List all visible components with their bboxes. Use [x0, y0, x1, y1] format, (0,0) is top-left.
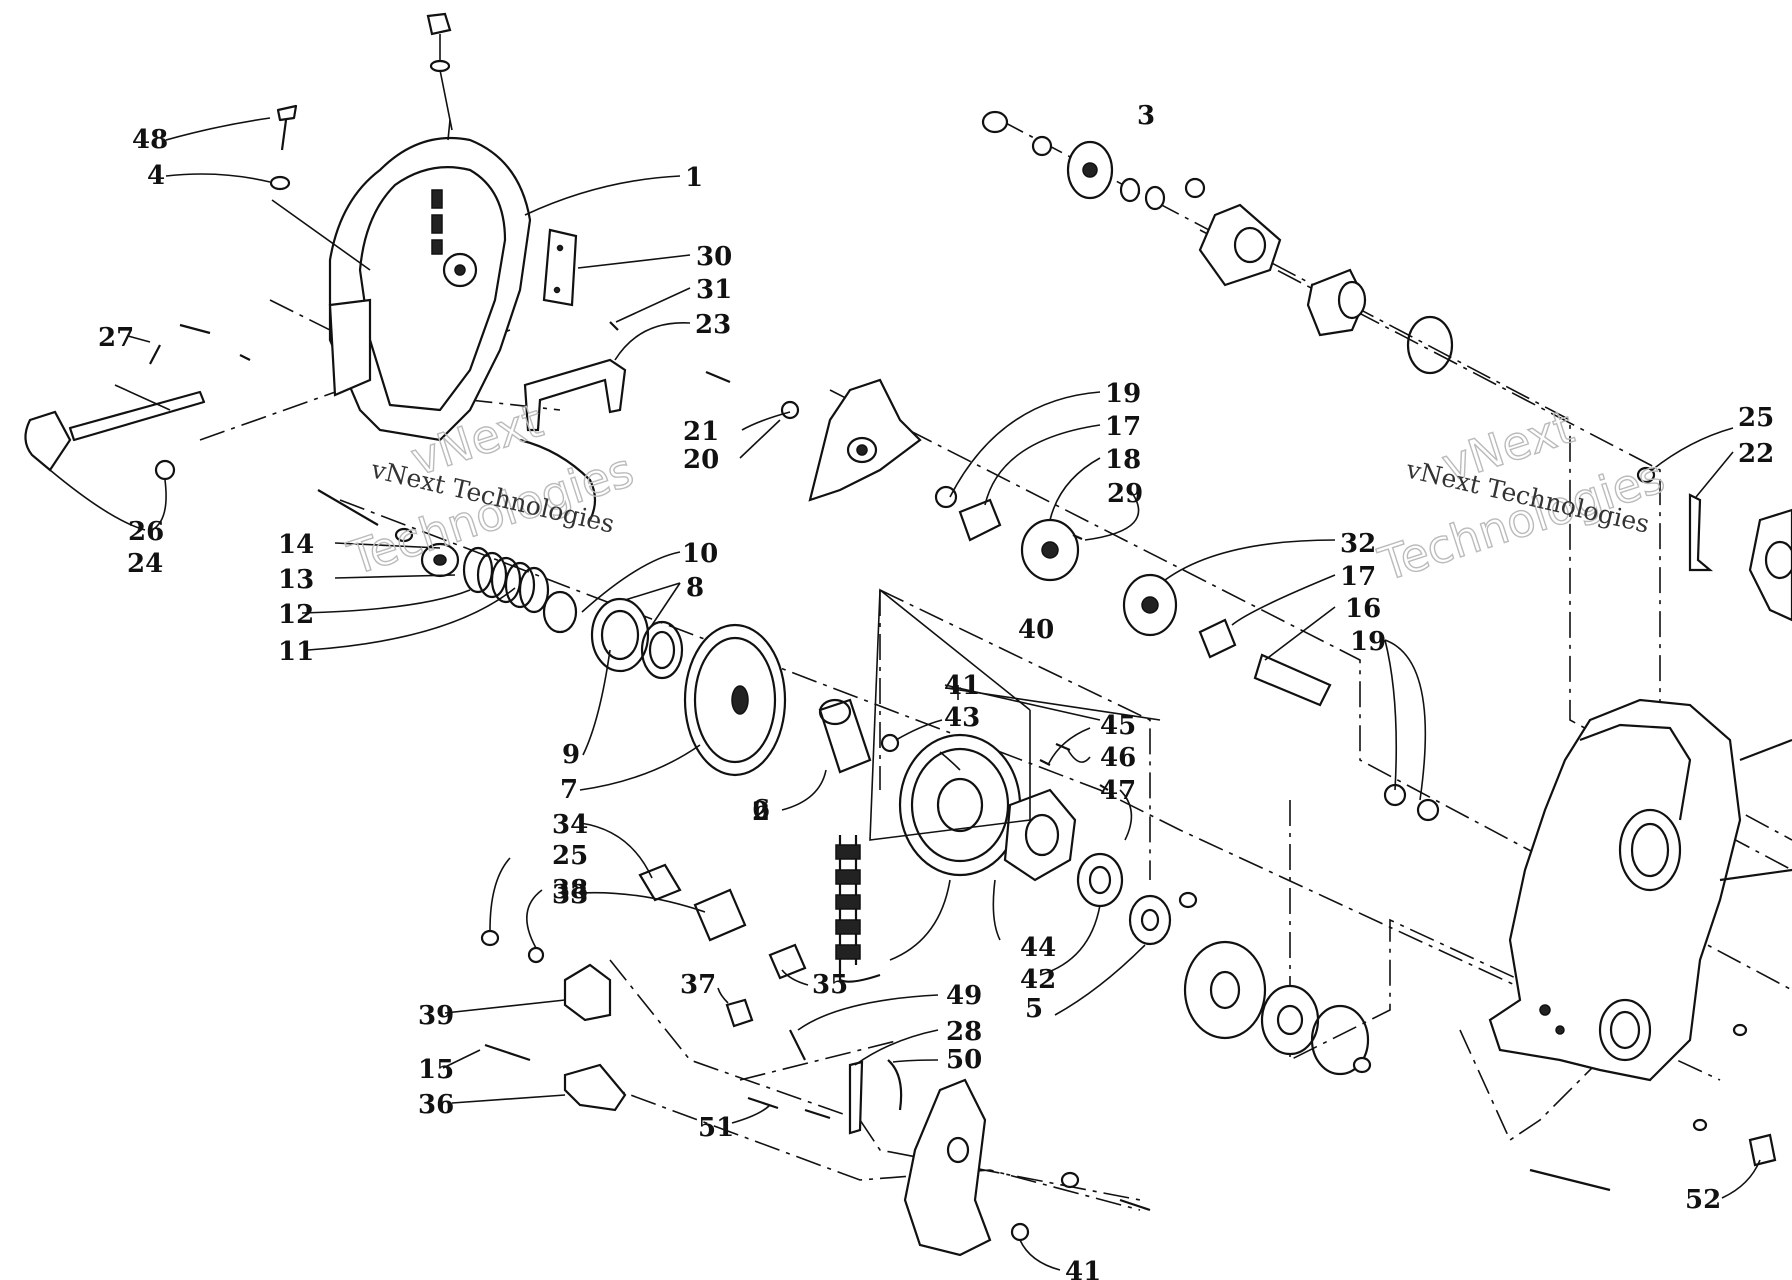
callout-14: 14 — [278, 530, 314, 560]
driven-gear — [683, 623, 872, 777]
shaft-bracket-upper — [705, 370, 922, 502]
callout-24: 24 — [127, 549, 163, 579]
callout-49: 49 — [946, 981, 982, 1011]
callout-3: 3 — [1137, 101, 1155, 131]
clutch-spring-stack — [317, 489, 684, 680]
callout-50: 50 — [946, 1045, 982, 1075]
callout-44: 44 — [1020, 933, 1056, 963]
breather-vent — [426, 12, 453, 131]
idler-bushings — [638, 863, 807, 980]
dipstick — [269, 104, 298, 191]
callout-47: 47 — [1100, 776, 1136, 806]
shift-lever-shaft — [24, 323, 251, 481]
callout-33: 33 — [552, 880, 588, 910]
callout-30: 30 — [696, 242, 732, 272]
callout-19b: 19 — [1350, 627, 1386, 657]
callout-29: 29 — [1107, 479, 1143, 509]
callout-46: 46 — [1100, 743, 1136, 773]
callout-34: 34 — [552, 810, 588, 840]
callout-8: 8 — [686, 573, 704, 603]
callout-41b: 41 — [1065, 1257, 1101, 1280]
callout-22: 22 — [1738, 439, 1774, 469]
drive-chain — [835, 835, 951, 983]
lower-shaft-parts — [1178, 891, 1372, 1076]
callout-45: 45 — [1100, 711, 1136, 741]
callout-42: 42 — [1020, 965, 1056, 995]
callout-2: 2 — [752, 797, 770, 827]
detent-spring-bracket — [519, 358, 627, 521]
drive-sprocket-assembly — [981, 110, 1454, 375]
callout-51: 51 — [698, 1113, 734, 1143]
callout-25a: 25 — [1738, 403, 1774, 433]
callout-32: 32 — [1340, 529, 1376, 559]
callout-41a: 41 — [944, 671, 980, 701]
callout-16: 16 — [1345, 594, 1381, 624]
callout-37: 37 — [680, 970, 716, 1000]
reverse-gear-set — [880, 733, 1172, 946]
callout-12: 12 — [278, 600, 314, 630]
callout-28: 28 — [946, 1017, 982, 1047]
callout-25b: 25 — [552, 841, 588, 871]
callout-5: 5 — [1025, 994, 1043, 1024]
callout-40: 40 — [1018, 615, 1054, 645]
callout-labels: 1 2 3 4 5 6 7 8 9 10 11 12 13 14 15 16 1… — [98, 101, 1774, 1280]
callout-11: 11 — [278, 637, 314, 667]
callout-4: 4 — [147, 161, 165, 191]
callout-39: 39 — [418, 1001, 454, 1031]
callout-1: 1 — [685, 163, 703, 193]
chain-case-cover — [328, 119, 532, 442]
callout-17a: 17 — [1105, 412, 1141, 442]
leader-lines — [49, 117, 1761, 1271]
upper-shaft-parts — [934, 485, 1440, 822]
callout-36: 36 — [418, 1090, 454, 1120]
callout-52: 52 — [1685, 1185, 1721, 1215]
callout-26: 26 — [128, 517, 164, 547]
callout-38: 38 — [552, 875, 588, 905]
callout-35: 35 — [812, 970, 848, 1000]
shift-linkage — [725, 998, 903, 1135]
callout-31: 31 — [696, 275, 732, 305]
callout-7: 7 — [560, 775, 578, 805]
callout-18: 18 — [1105, 445, 1141, 475]
callout-19a: 19 — [1105, 379, 1141, 409]
housing-fasteners — [1529, 1023, 1777, 1192]
callout-15: 15 — [418, 1055, 454, 1085]
callout-27: 27 — [98, 323, 134, 353]
callout-23: 23 — [695, 310, 731, 340]
callout-17b: 17 — [1340, 562, 1376, 592]
right-edge-parts — [1636, 466, 1792, 622]
transmission-housing — [1488, 698, 1792, 1082]
callout-10: 10 — [682, 539, 718, 569]
lower-bracket-parts — [480, 929, 627, 1112]
callout-21: 21 — [683, 417, 719, 447]
callout-43: 43 — [944, 703, 980, 733]
callout-6: 6 — [752, 795, 770, 825]
callout-20: 20 — [683, 445, 719, 475]
access-plate — [542, 228, 619, 331]
callout-9: 9 — [562, 740, 580, 770]
callout-48: 48 — [132, 125, 168, 155]
shift-bracket — [903, 1078, 1151, 1257]
callout-13: 13 — [278, 565, 314, 595]
